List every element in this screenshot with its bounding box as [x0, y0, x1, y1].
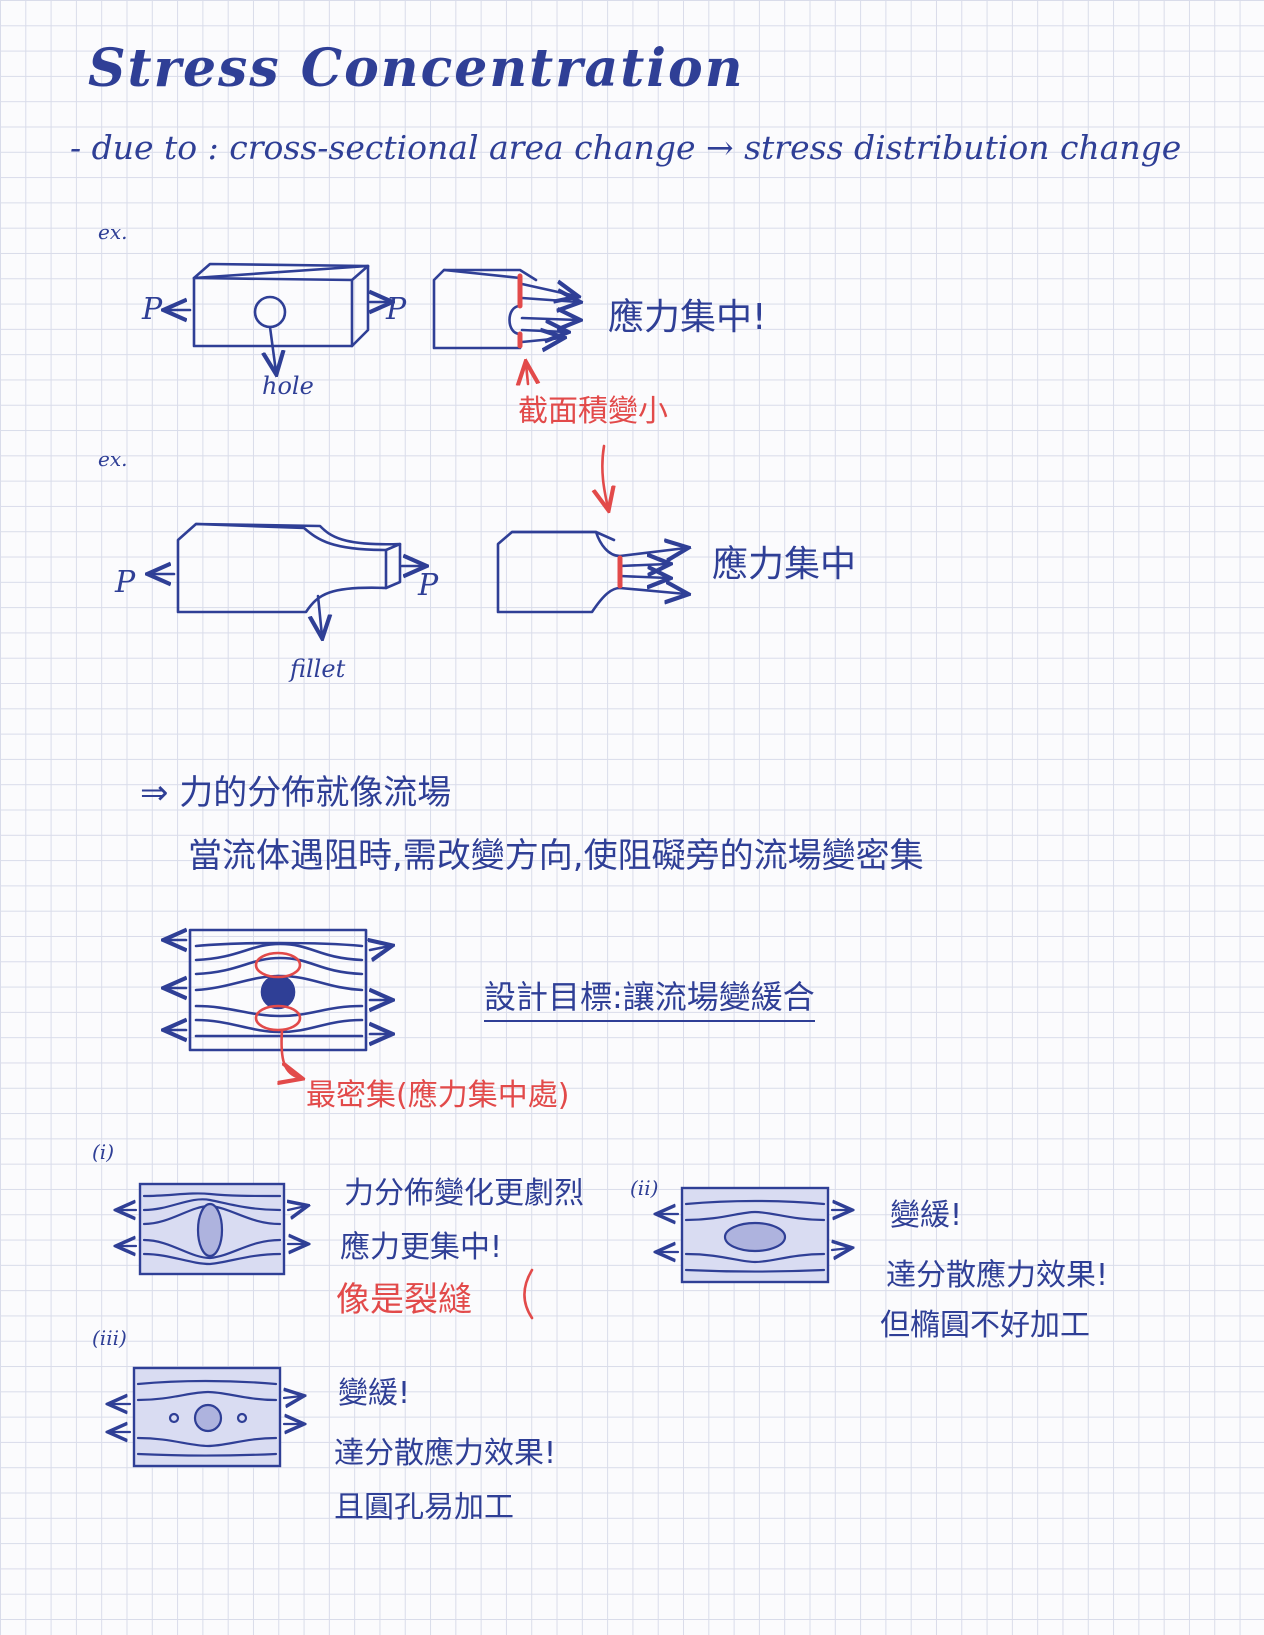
red-concentration-ring-bottom: [254, 1004, 302, 1032]
example-2-marker: ex.: [98, 447, 128, 471]
half-section-hole-drawing: [432, 268, 578, 348]
fillet-bar-drawing: [150, 522, 424, 636]
intro-line: - due to : cross-sectional area change →…: [70, 128, 1182, 167]
example-1-marker: ex.: [98, 220, 128, 244]
fillet-label: fillet: [290, 655, 346, 683]
case-3-line-2: 達分散應力效果!: [334, 1436, 557, 1471]
page-title: Stress Concentration: [88, 38, 745, 99]
analogy-line-1: ⇒ 力的分佈就像流場: [140, 773, 452, 813]
case-3-line-3: 且圓孔易加工: [334, 1490, 514, 1525]
design-red-note: 最密集(應力集中處): [306, 1078, 570, 1113]
case-1-marker: (i): [92, 1140, 115, 1164]
example-1-note: 應力集中!: [608, 297, 767, 338]
example-2-note: 應力集中: [712, 544, 857, 585]
red-concentration-ring-top: [254, 951, 302, 979]
case-3-line-1: 變緩!: [338, 1376, 411, 1411]
case-2-marker: (ii): [630, 1176, 659, 1200]
case-1-line-2: 應力更集中!: [340, 1230, 503, 1265]
force-left-label: P: [142, 292, 163, 327]
design-goal: 設計目標:讓流場變緩合: [484, 972, 815, 1022]
example-1-red-note: 截面積變小: [518, 394, 668, 429]
analogy-line-2: 當流体遇阻時,需改變方向,使阻礙旁的流場變密集: [188, 836, 924, 876]
case-2-line-1: 變緩!: [890, 1198, 963, 1233]
force-left-label-2: P: [115, 565, 136, 600]
half-section-fillet-drawing: [496, 530, 686, 614]
case-2-line-3: 但橢圓不好加工: [880, 1308, 1090, 1343]
case-1-red-line: 像是裂縫: [336, 1280, 472, 1320]
case-3-marker: (iii): [92, 1326, 127, 1350]
plate-with-hole-drawing: [166, 262, 390, 372]
case-1-line-1: 力分佈變化更劇烈: [344, 1176, 584, 1211]
case-2-line-2: 達分散應力效果!: [886, 1258, 1109, 1293]
flow-field-drawing: [166, 930, 390, 1052]
